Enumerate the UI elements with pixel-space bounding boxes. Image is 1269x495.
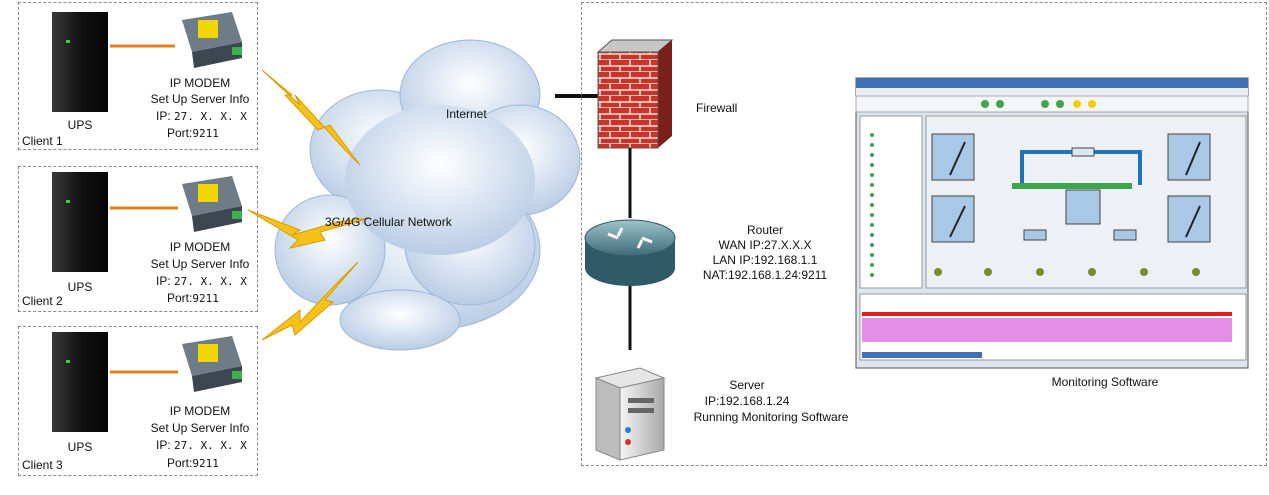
cellular-network-label: 3G/4G Cellular Network [325, 215, 452, 229]
router-wan: WAN IP:27.X.X.X [718, 238, 812, 252]
ip-label: IP: 27. X. X. X [156, 438, 247, 452]
internet-label: Internet [446, 107, 487, 121]
setup-label: Set Up Server Info [150, 257, 250, 271]
port-label: Port:9211 [167, 126, 219, 140]
setup-label: Set Up Server Info [150, 421, 250, 435]
router-lan: LAN IP:192.168.1.1 [712, 253, 818, 267]
client-box-3 [18, 326, 258, 476]
client-label: Client 2 [22, 294, 63, 308]
ups-label: UPS [67, 118, 93, 132]
router-title: Router [746, 223, 784, 237]
setup-label: Set Up Server Info [150, 92, 250, 106]
ip-label: IP: 27. X. X. X [156, 274, 247, 288]
ip-modem-label: IP MODEM [169, 240, 231, 254]
server-title: Server [729, 378, 765, 392]
router-nat: NAT:192.168.1.24:9211 [702, 268, 828, 282]
firewall-icon [596, 39, 674, 149]
client-label: Client 1 [22, 134, 63, 148]
server-ip: IP:192.168.1.24 [704, 394, 790, 408]
client-label: Client 3 [22, 458, 63, 472]
port-label: Port:9211 [167, 291, 219, 305]
ups-tower-icon [52, 12, 108, 432]
router-icon [584, 219, 676, 286]
monitoring-software-screenshot [855, 77, 1249, 369]
port-label: Port:9211 [167, 456, 219, 470]
ip-modem-label: IP MODEM [169, 404, 231, 418]
firewall-label: Firewall [696, 101, 738, 115]
cable-line [110, 44, 178, 374]
client-box-2 [18, 166, 258, 312]
ups-label: UPS [67, 280, 93, 294]
lightning-bolt-icon [247, 69, 371, 341]
monitoring-caption: Monitoring Software [1051, 375, 1159, 389]
cloud-icon [274, 39, 581, 351]
server-side-box [581, 2, 1267, 466]
server-icon [594, 367, 666, 461]
ups-label: UPS [67, 440, 93, 454]
ip-modem-label: IP MODEM [169, 76, 231, 90]
ip-label: IP: 27. X. X. X [156, 109, 247, 123]
ip-modem-icon [182, 12, 242, 392]
server-desc: Running Monitoring Software [693, 410, 849, 424]
client-box-1 [18, 2, 258, 150]
